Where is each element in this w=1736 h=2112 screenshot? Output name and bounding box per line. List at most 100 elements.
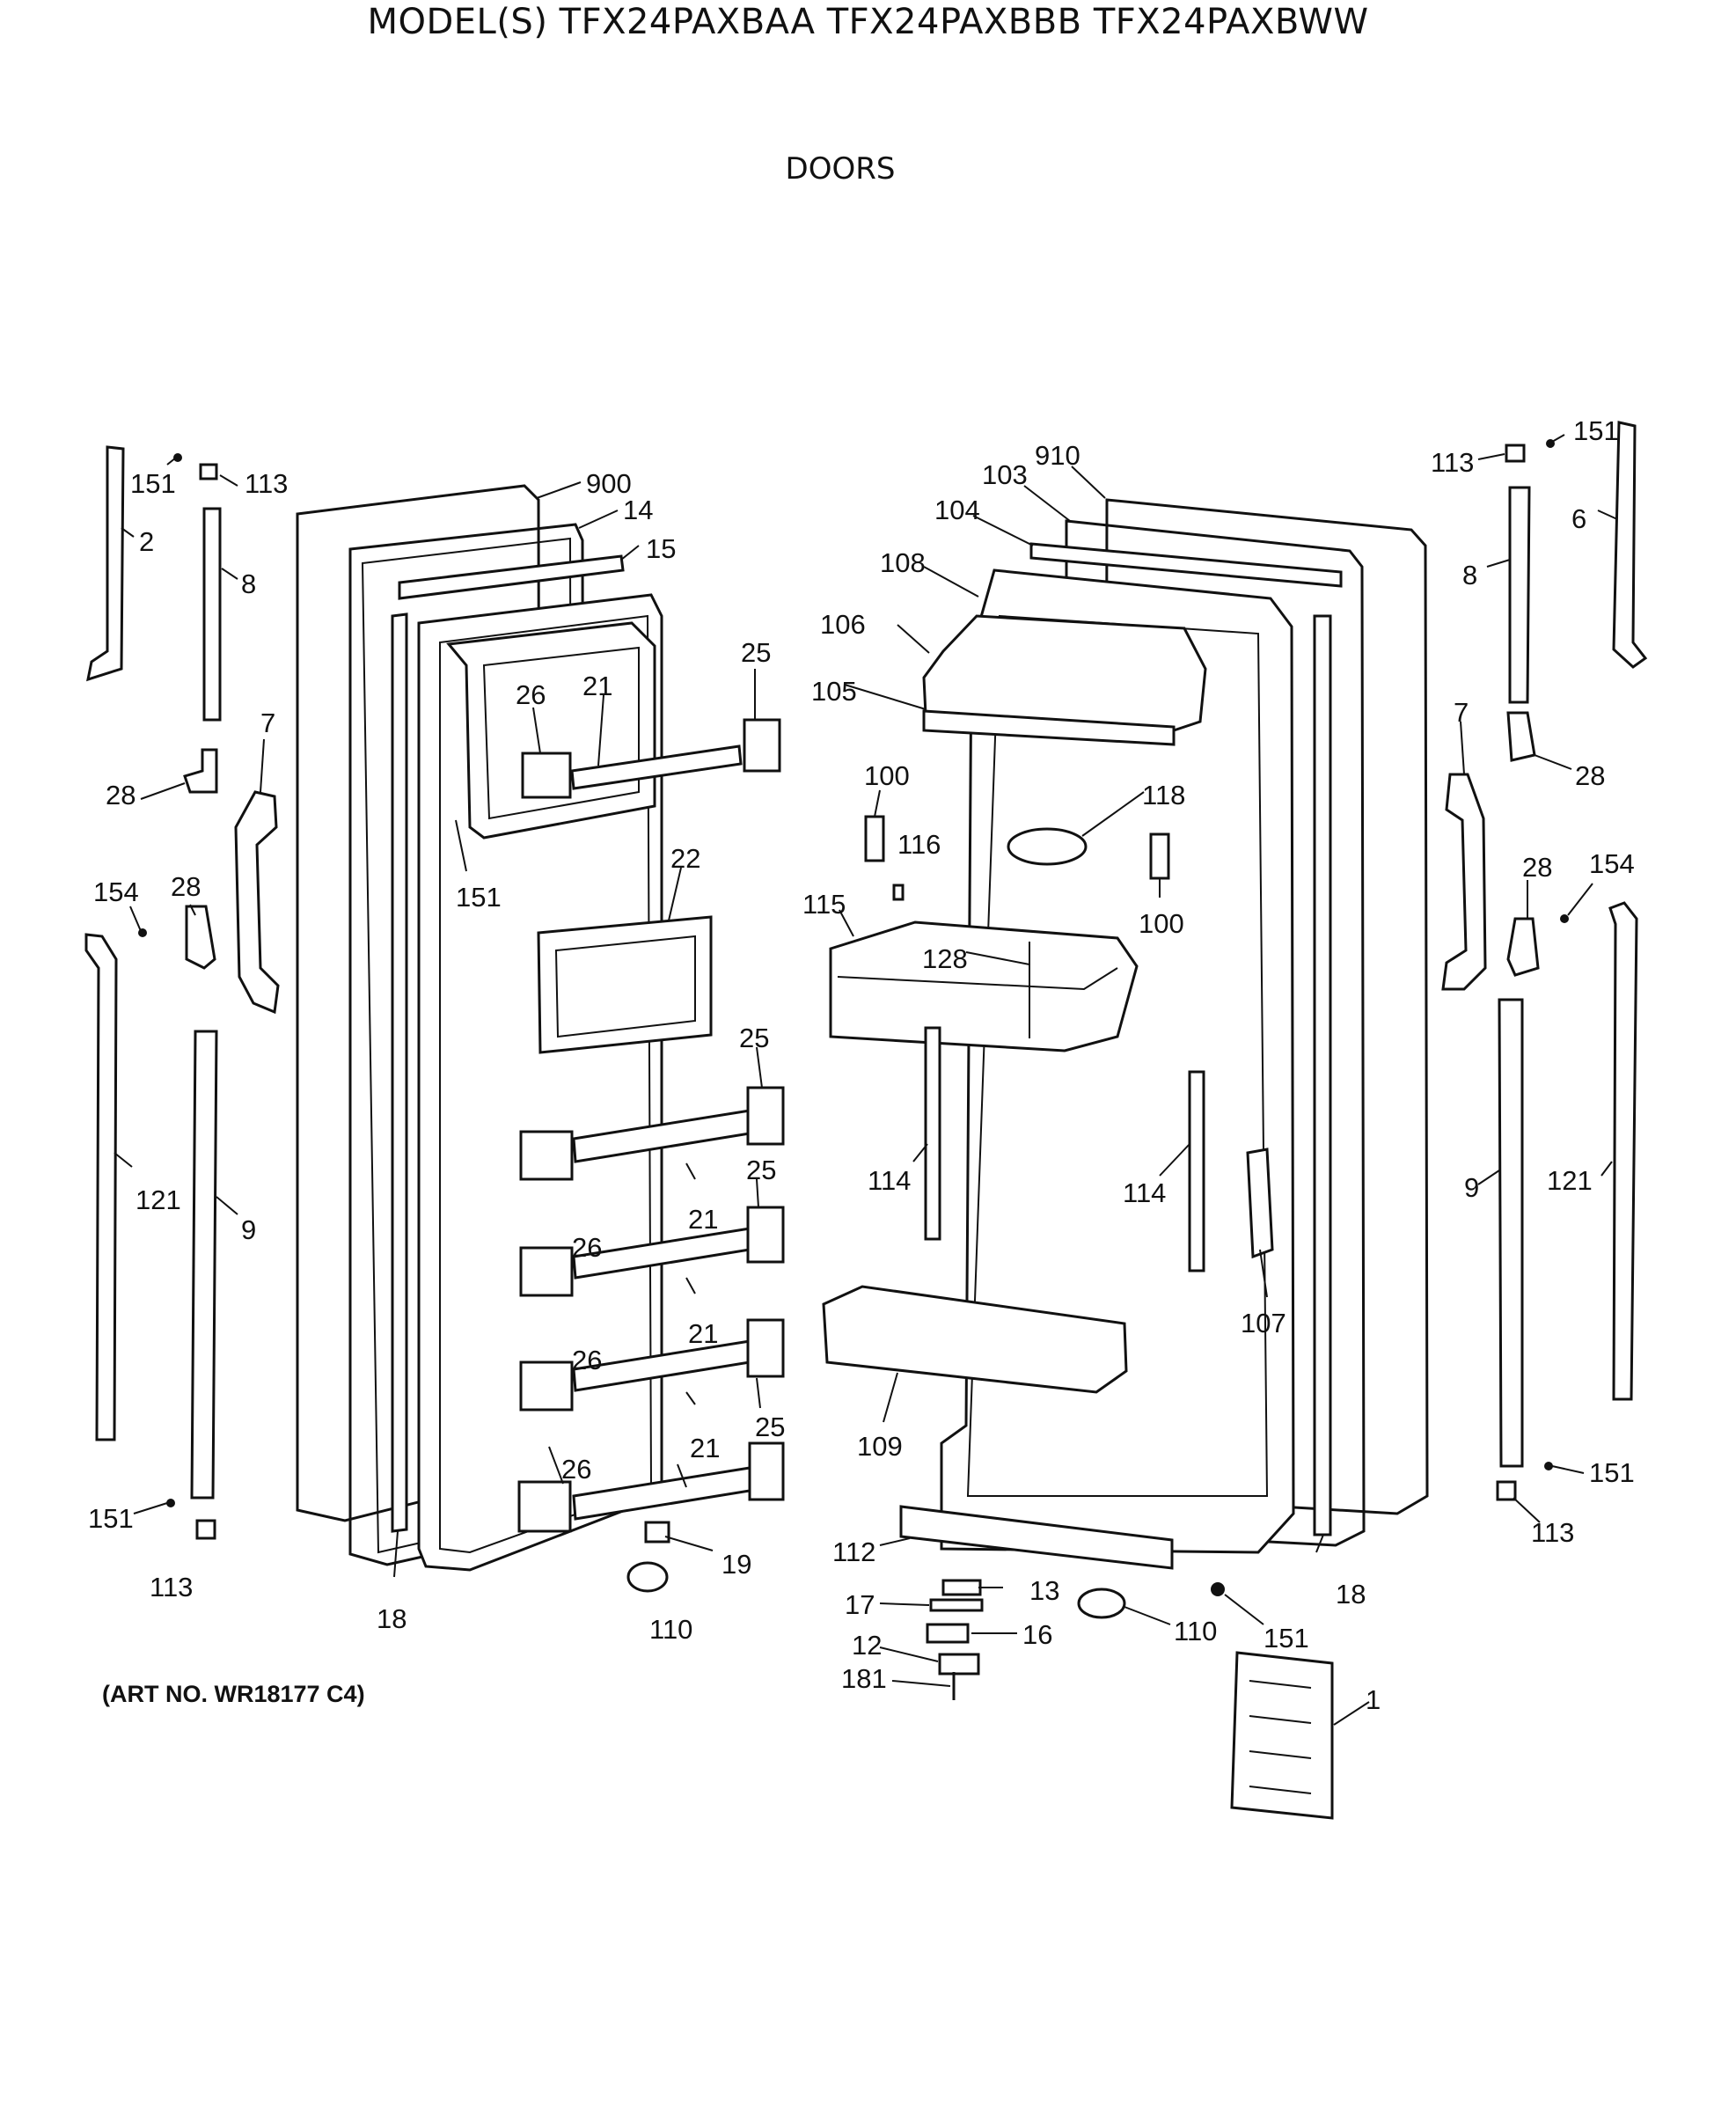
- callout-118: 118: [1142, 780, 1185, 810]
- part-8-bracket: [202, 507, 222, 722]
- callout-26: 26: [572, 1345, 602, 1375]
- callout-28: 28: [1575, 760, 1605, 791]
- callout-107: 107: [1241, 1308, 1286, 1338]
- callout-21: 21: [582, 671, 612, 701]
- part-151-screw-right: [1211, 1582, 1225, 1596]
- part-116-clip: [892, 884, 905, 901]
- part-113-hinge-cover: [199, 463, 218, 480]
- part-25-clip: [748, 1441, 785, 1501]
- part-26-clip: [517, 1480, 572, 1533]
- callout-100: 100: [1139, 908, 1184, 939]
- callout-26: 26: [516, 679, 546, 710]
- callout-154: 154: [93, 876, 139, 907]
- callout-7: 7: [1454, 697, 1469, 728]
- callout-105: 105: [811, 676, 857, 707]
- part-113-cover-bottom-right: [1496, 1480, 1517, 1501]
- callout-7: 7: [260, 708, 275, 738]
- right-trim-parts: [1441, 421, 1648, 1501]
- callout-25: 25: [739, 1023, 769, 1053]
- callout-104: 104: [934, 495, 980, 525]
- callout-19: 19: [722, 1549, 751, 1580]
- callout-115: 115: [802, 889, 846, 920]
- part-15-breaker: [398, 554, 625, 600]
- part-26-clip: [519, 1360, 574, 1412]
- ice-bin-shelf: [446, 621, 656, 840]
- part-13-hinge-plate: [941, 1579, 982, 1596]
- callout-114: 114: [1123, 1177, 1166, 1208]
- part-12-hinge: [938, 1653, 980, 1676]
- part-151-screw-bottom-right: [1544, 1462, 1553, 1470]
- callout-121: 121: [1547, 1165, 1593, 1196]
- callout-109: 109: [857, 1431, 903, 1462]
- part-154-screw-right: [1560, 914, 1569, 923]
- part-9-bracket-right: [1498, 998, 1524, 1468]
- part-1-manual: [1230, 1651, 1334, 1820]
- part-28-hinge-right: [1506, 711, 1536, 762]
- callout-16: 16: [1022, 1619, 1052, 1650]
- page-title: MODEL(S) TFX24PAXBAA TFX24PAXBBB TFX24PA…: [367, 2, 1369, 42]
- part-107-cam: [1246, 1148, 1274, 1259]
- callout-28: 28: [171, 871, 201, 902]
- part-26-clip: [519, 1246, 574, 1297]
- callout-21: 21: [688, 1318, 718, 1349]
- part-18-strip-right: [1313, 614, 1332, 1536]
- callout-121: 121: [136, 1184, 181, 1215]
- callout-151: 151: [456, 882, 502, 913]
- callout-110: 110: [649, 1614, 692, 1645]
- part-25-clip: [746, 1318, 785, 1378]
- callout-9: 9: [1464, 1172, 1479, 1203]
- callout-116: 116: [897, 829, 941, 860]
- part-151-screw: [173, 453, 182, 462]
- part-26-clip: [521, 752, 572, 799]
- part-19-clip: [644, 1521, 670, 1544]
- callout-9: 9: [241, 1214, 256, 1245]
- part-25-clip: [746, 1086, 785, 1146]
- callout-910: 910: [1035, 440, 1080, 471]
- part-114-rail: [924, 1026, 941, 1241]
- part-113-hinge-cover-right: [1505, 444, 1526, 463]
- left-trim-parts: [84, 445, 280, 1540]
- section-title: DOORS: [785, 151, 896, 187]
- callout-21: 21: [690, 1433, 720, 1463]
- callout-25: 25: [741, 637, 771, 668]
- part-7-handle-right: [1441, 773, 1487, 991]
- callout-13: 13: [1029, 1575, 1059, 1606]
- callout-26: 26: [572, 1232, 602, 1263]
- part-112-trim: [899, 1505, 1174, 1570]
- part-21-shelf-rail: [570, 744, 743, 790]
- leader-lines: [114, 434, 1618, 1726]
- part-100-bracket: [864, 815, 885, 862]
- part-110-cap: [626, 1561, 669, 1593]
- callout-26: 26: [561, 1454, 591, 1485]
- part-6-trim: [1612, 421, 1648, 669]
- callout-113: 113: [1531, 1517, 1574, 1548]
- part-8-bracket-right: [1508, 486, 1531, 704]
- callout-28: 28: [1522, 852, 1552, 883]
- callout-18: 18: [377, 1603, 407, 1634]
- callout-labels: 2 151 113 8 7 28 154 28 121 9 151 113 90…: [88, 415, 1635, 1715]
- callout-114: 114: [868, 1165, 911, 1196]
- callout-113: 113: [150, 1572, 193, 1602]
- callout-113: 113: [245, 468, 288, 499]
- callout-17: 17: [845, 1589, 875, 1620]
- callout-181: 181: [841, 1663, 887, 1694]
- callout-103: 103: [982, 459, 1028, 490]
- callout-900: 900: [586, 468, 632, 499]
- part-121-trim: [84, 933, 118, 1441]
- callout-154: 154: [1589, 848, 1635, 879]
- art-number: (ART NO. WR18177 C4): [102, 1681, 365, 1707]
- part-2-trim: [86, 445, 125, 682]
- part-17-shim: [929, 1598, 984, 1612]
- part-118-egg-tray: [1007, 827, 1088, 866]
- callout-18: 18: [1336, 1579, 1366, 1610]
- callout-151: 151: [88, 1503, 134, 1534]
- callout-151: 151: [1573, 415, 1619, 446]
- part-22-container: [537, 915, 713, 1054]
- callout-12: 12: [852, 1630, 882, 1661]
- door-liner: [417, 593, 663, 1572]
- part-100-bracket: [1149, 832, 1170, 880]
- part-151-screw-lower: [166, 1499, 175, 1507]
- part-110-cap-right: [1077, 1588, 1126, 1619]
- callout-151: 151: [1589, 1457, 1635, 1488]
- callout-1: 1: [1366, 1684, 1381, 1715]
